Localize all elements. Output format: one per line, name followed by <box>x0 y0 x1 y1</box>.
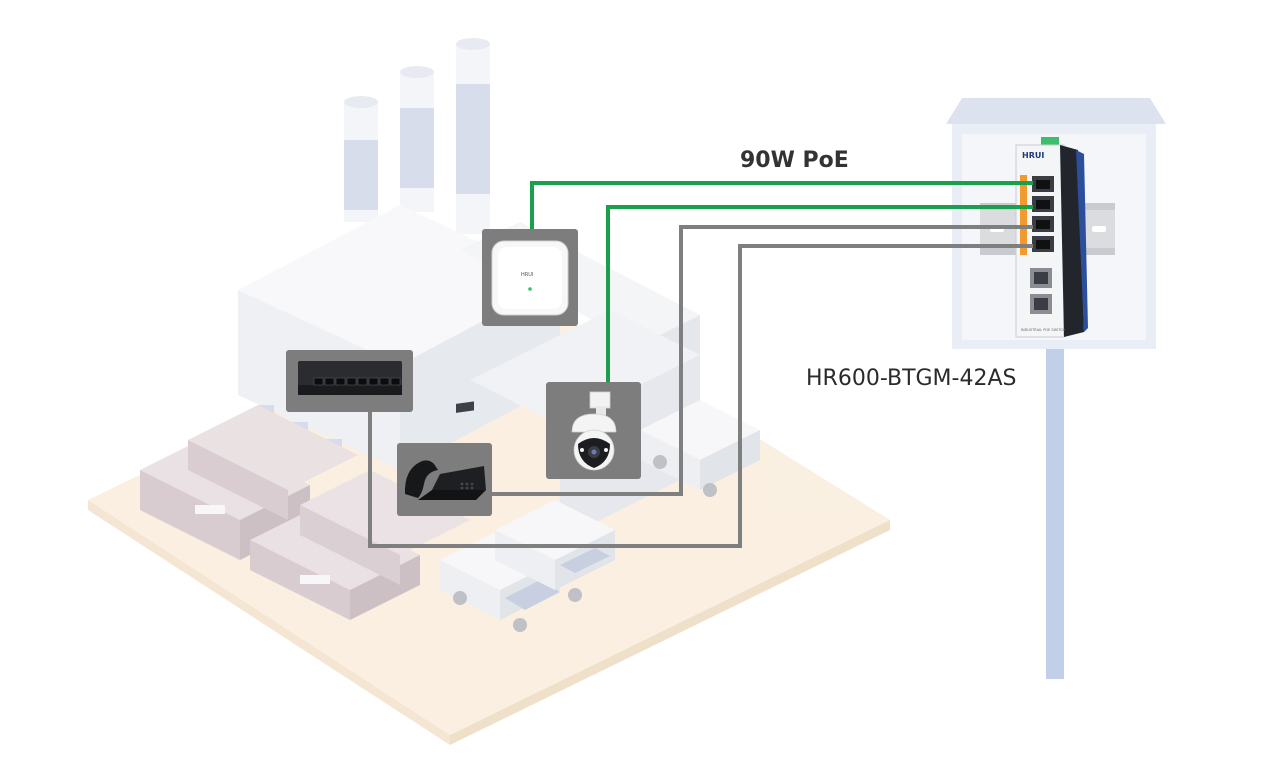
factory-illustration <box>88 38 890 745</box>
switch-icon <box>298 361 402 395</box>
poe-cable-camera <box>606 205 1033 385</box>
desktop-switch <box>286 350 413 412</box>
ethernet-cable-switch <box>368 244 1033 548</box>
switch-model-label: HR600-BTGM-42AS <box>806 366 1017 391</box>
poe-label: 90W PoE <box>740 148 849 173</box>
sfp-ports <box>1030 268 1052 314</box>
chimney-3 <box>456 38 490 234</box>
ip-phone <box>397 401 492 516</box>
enclosure-roof <box>946 98 1166 124</box>
chimney-1 <box>344 96 378 222</box>
ethernet-cable-phone <box>492 225 1033 496</box>
ap-icon <box>491 240 569 316</box>
poe-cable-ap <box>530 181 1033 232</box>
poe-ports <box>1032 176 1054 252</box>
storage-blocks <box>140 405 470 620</box>
industrial-switch: HRUI INDUSTRIAL POE SWITCH <box>1015 137 1088 338</box>
phone-icon <box>404 401 486 500</box>
switch-bottom-text: INDUSTRIAL POE SWITCH <box>1021 328 1065 332</box>
cables <box>368 181 1033 548</box>
pole <box>1046 345 1064 679</box>
wireless-access-point: HRUI <box>482 229 578 326</box>
camera-icon <box>571 391 617 471</box>
chimney-2 <box>400 66 434 212</box>
ap-brand-logo: HRUI <box>521 272 533 278</box>
ptz-dome-camera <box>546 382 641 479</box>
switch-brand-logo: HRUI <box>1022 151 1044 160</box>
